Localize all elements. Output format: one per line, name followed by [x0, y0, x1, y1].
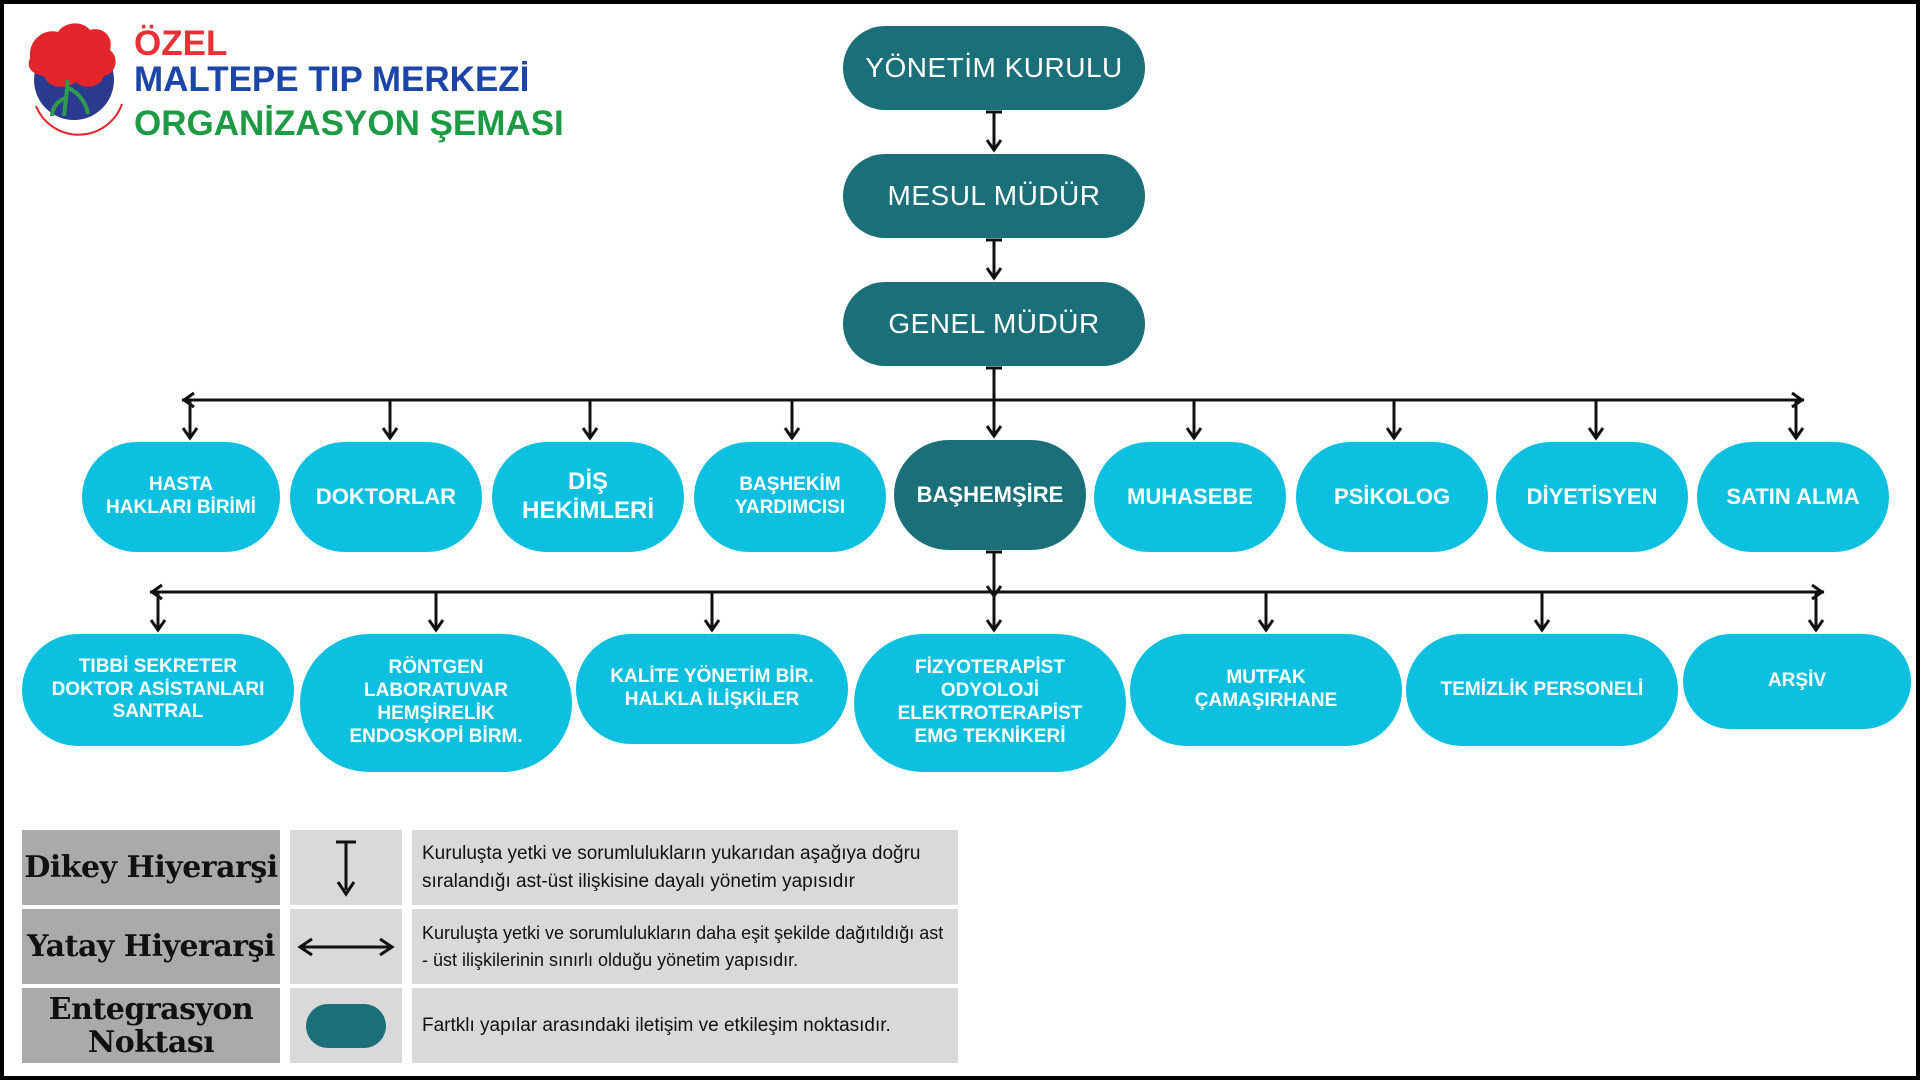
connector-unit-4-head [1257, 619, 1275, 633]
legend-symbol-integration [290, 988, 402, 1063]
legend-desc-integration: Fartklı yapılar arasındaki iletişim ve e… [412, 988, 958, 1063]
node-responsible-manager: MESUL MÜDÜR [843, 154, 1145, 238]
node-quality-management: KALİTE YÖNETİM BİR. HALKLA İLİŞKİLER [576, 634, 848, 744]
title-line-clinic-name: MALTEPE TIP MERKEZİ [134, 60, 530, 99]
node-board: YÖNETİM KURULU [843, 26, 1145, 110]
legend-symbol-vertical [290, 830, 402, 905]
node-cleaning-staff: TEMİZLİK PERSONELİ [1406, 634, 1678, 746]
integration-pill-icon [306, 1003, 386, 1048]
node-purchasing: SATIN ALMA [1697, 442, 1889, 552]
connector-unit-6-head [1807, 619, 1825, 633]
vertical-arrow-icon [336, 840, 356, 897]
title-line-chart-title: ORGANİZASYON ŞEMASI [134, 104, 564, 143]
node-archive: ARŞİV [1683, 634, 1911, 729]
node-medical-secretary: TIBBİ SEKRETER DOKTOR ASİSTANLARI SANTRA… [22, 634, 294, 746]
connector-board-to-responsible-head [985, 139, 1003, 153]
legend-name-vertical: Dikey Hiyerarşi [22, 830, 280, 905]
node-deputy-chief-physician: BAŞHEKİM YARDIMCISI [694, 442, 886, 552]
connector-department-6-head [1587, 427, 1605, 441]
connector-unit-3-head [985, 619, 1003, 633]
legend-desc-vertical: Kuruluşta yetki ve sorumlulukların yukar… [412, 830, 958, 905]
node-kitchen-laundry: MUTFAK ÇAMAŞIRHANE [1130, 634, 1402, 746]
connector-department-4-head [1185, 427, 1203, 441]
node-accounting: MUHASEBE [1094, 442, 1286, 552]
legend-name-horizontal: Yatay Hiyerarşi [22, 909, 280, 984]
node-doctors: DOKTORLAR [290, 442, 482, 552]
connector-department-1-head [381, 427, 399, 441]
node-head-nurse: BAŞHEMŞİRE [894, 440, 1086, 550]
node-physiotherapist: FİZYOTERAPİST ODYOLOJİ ELEKTROTERAPİST E… [854, 634, 1126, 772]
legend-desc-horizontal: Kuruluşta yetki ve sorumlulukların daha … [412, 909, 958, 984]
connector-department-0-head [181, 427, 199, 441]
node-radiology-lab: RÖNTGEN LABORATUVAR HEMŞİRELİK ENDOSKOPİ… [300, 634, 572, 772]
node-patient-rights: HASTA HAKLARI BİRİMİ [82, 442, 280, 552]
connector-unit-5-head [1533, 619, 1551, 633]
connector-department-7-head [1787, 427, 1805, 441]
clinic-logo [18, 18, 136, 136]
connector-department-5-head [1385, 427, 1403, 441]
node-dietitian: DİYETİSYEN [1496, 442, 1688, 552]
horizontal-arrow-icon [297, 937, 395, 956]
title-line-ozel: ÖZEL [134, 24, 228, 63]
legend-name-integration: Entegrasyon Noktası [22, 988, 280, 1063]
node-dentists: DİŞ HEKİMLERİ [492, 442, 684, 552]
connector-general-to-head-nurse-head [985, 425, 1003, 439]
legend-symbol-horizontal [290, 909, 402, 984]
connector-unit-0-head [149, 619, 167, 633]
connector-department-2-head [581, 427, 599, 441]
node-general-manager: GENEL MÜDÜR [843, 282, 1145, 366]
connector-unit-2-head [703, 619, 721, 633]
connector-unit-1-head [427, 619, 445, 633]
node-psychologist: PSİKOLOG [1296, 442, 1488, 552]
connector-department-3-head [783, 427, 801, 441]
connector-responsible-to-general-head [985, 267, 1003, 281]
